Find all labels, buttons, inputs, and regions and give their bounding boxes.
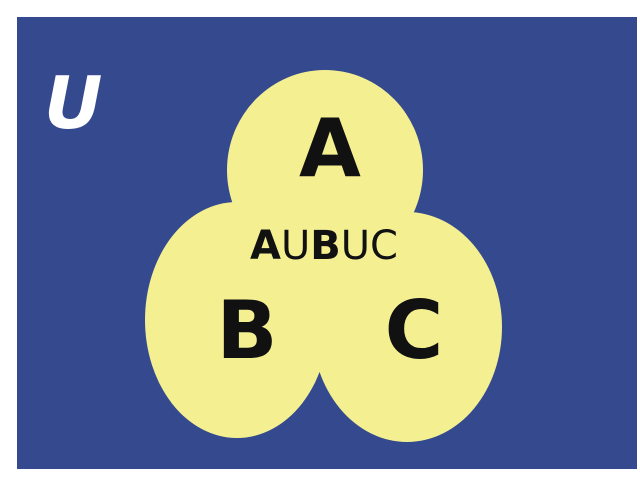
union-set-b: B <box>310 223 341 269</box>
union-operator-2: U <box>341 223 370 269</box>
union-operator-1: U <box>281 223 310 269</box>
set-a-label: A <box>299 102 361 195</box>
union-set-a: A <box>250 223 281 269</box>
union-set-c: C <box>370 223 398 269</box>
set-c-label: C <box>385 284 444 377</box>
universe-label: U <box>44 61 102 145</box>
union-core-region <box>242 200 402 340</box>
set-b-label: B <box>217 284 278 377</box>
union-label: AUBUC <box>250 223 398 269</box>
